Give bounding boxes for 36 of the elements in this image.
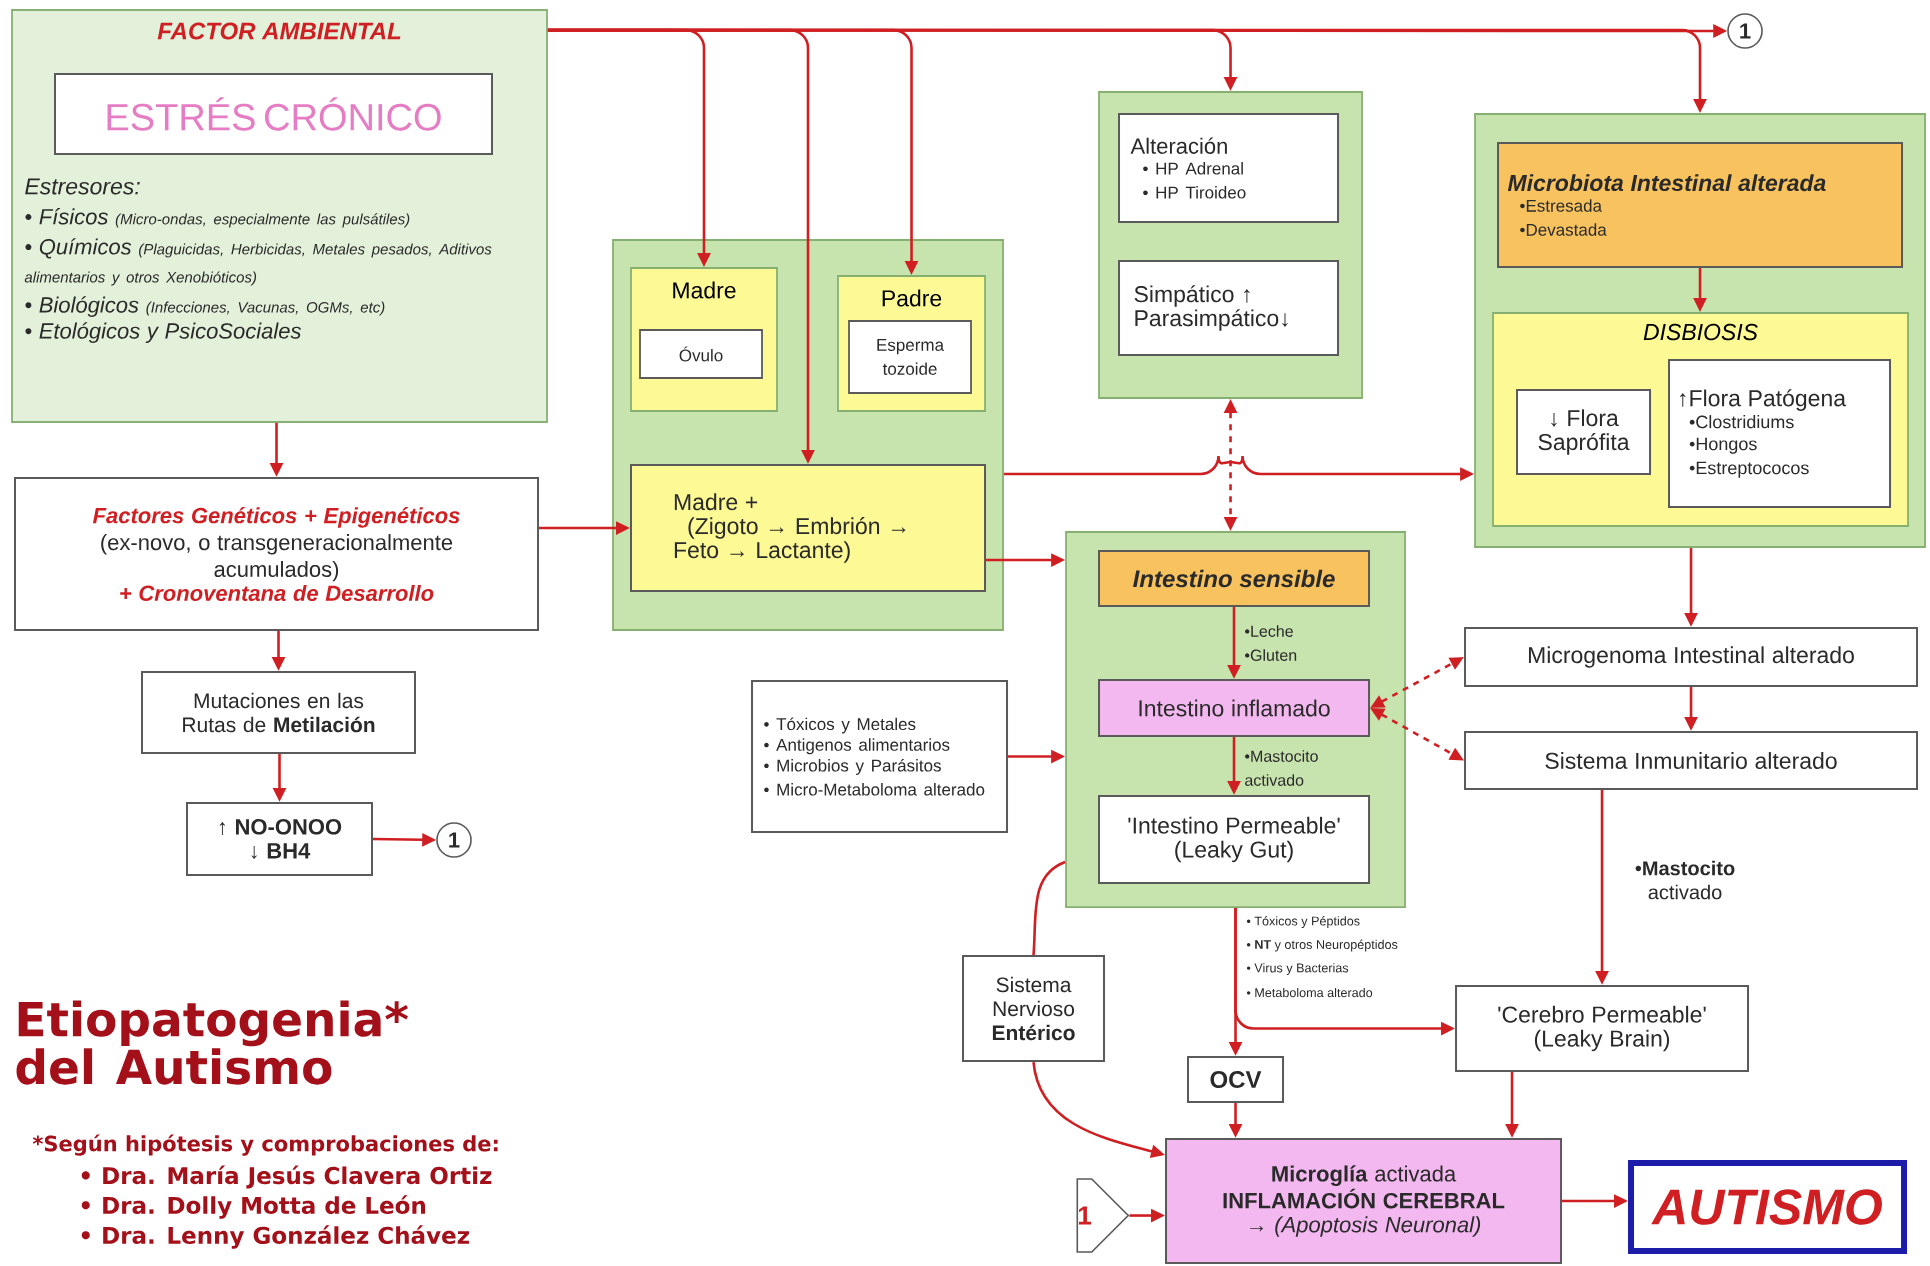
process-box: Factores Genéticos + Epigenéticos (ex-novo, o transgeneracionalmente acumulados) + Cronoventana de Desarrollo — [14, 477, 539, 631]
process-box: ↑ NO-ONOO ↓ BH4 — [186, 802, 373, 876]
process-box: 'Cerebro Permeable' (Leaky Brain) — [1455, 985, 1750, 1073]
note-text: • Virus y Bacterias — [1246, 963, 1349, 975]
credit-text: • Dra. María Jesús Clavera Ortiz — [81, 1165, 492, 1189]
process-box: Madre + (Zigoto → Embrión → Feto → Lactante) — [630, 464, 986, 592]
process-box: Esperma tozoide — [848, 320, 972, 394]
heading-box: ESTRÉS CRÓNICO — [54, 73, 493, 155]
title: Etiopatogenia* del Autismo — [16, 1000, 408, 1085]
process-box: 'Intestino Permeable' (Leaky Gut) — [1098, 795, 1371, 884]
connector-line — [1032, 860, 1066, 956]
note-text: • Tóxicos y Péptidos — [1246, 916, 1360, 928]
process-box: ↓ Flora Saprófita — [1516, 389, 1652, 475]
process-box: Simpático ↑ Parasimpático↓ — [1118, 260, 1339, 356]
process-box: Intestino inflamado — [1098, 679, 1371, 738]
edge-label: •Mastocito activado — [1635, 860, 1735, 900]
edge-label: •Mastocito activado — [1245, 750, 1318, 786]
note-text: • Metaboloma alterado — [1246, 987, 1373, 998]
process-box: OCV — [1187, 1056, 1285, 1104]
process-box: ↑Flora Patógena •Clostridiums •Hongos •Estreptococos — [1668, 359, 1892, 508]
edge-label: •Leche •Gluten — [1245, 625, 1297, 661]
process-box: Óvulo — [639, 329, 763, 379]
credit-text: *Según hipótesis y comprobaciones de: — [32, 1134, 498, 1156]
process-box: Sistema Inmunitario alterado — [1464, 731, 1919, 790]
credit-text: • Dra. Dolly Motta de León — [81, 1195, 426, 1219]
process-box: Mutaciones en las Rutas de Metilación — [141, 671, 416, 754]
note-text: • NT y otros Neuropéptidos — [1246, 939, 1398, 952]
process-box: Sistema Nervioso Entérico — [962, 955, 1105, 1063]
list-box: • Tóxicos y Metales • Antigenos alimentarios • Microbios y Parásitos • Micro-Metaboloma alterado — [751, 680, 1008, 834]
process-box: Intestino sensible — [1098, 550, 1371, 607]
process-box: Microgenoma Intestinal alterado — [1464, 627, 1919, 687]
process-box: Alteración • HP Adrenal • HP Tiroideo — [1118, 113, 1339, 223]
outcome-box: AUTISMO — [1628, 1160, 1908, 1255]
process-box: Microglía activada INFLAMACIÓN CEREBRAL → (Apoptosis Neuronal) — [1165, 1138, 1563, 1265]
credit-text: • Dra. Lenny González Chávez — [81, 1225, 469, 1249]
process-box: Microbiota Intestinal alterada •Estresada •Devastada — [1497, 142, 1904, 268]
